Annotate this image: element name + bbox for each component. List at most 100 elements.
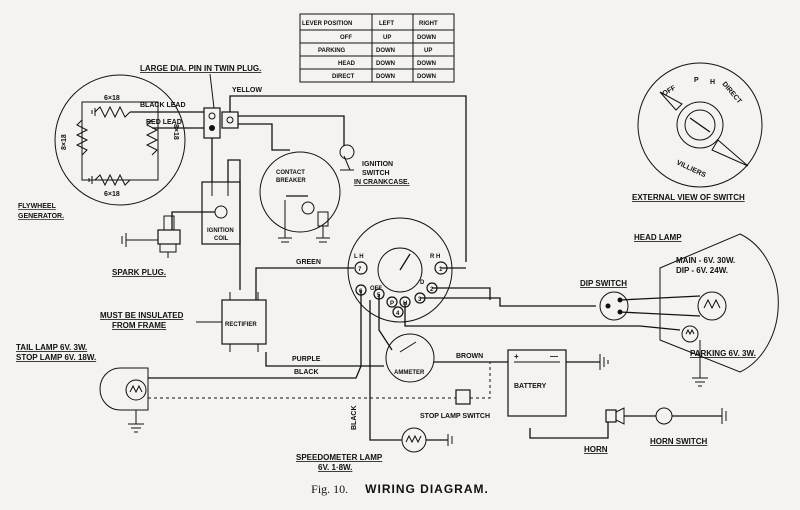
dip-switch: DIP SWITCH	[580, 279, 701, 321]
insulated-label-2: FROM FRAME	[112, 321, 167, 330]
speedometer-lamp: SPEEDOMETER LAMP 6V. 1·8W.	[296, 427, 453, 472]
battery: BATTERY + —	[507, 349, 567, 417]
brown-label: BROWN	[456, 353, 483, 360]
switch-position-direct-label: DIRECT	[720, 81, 743, 106]
ignition-coil: IGNITION COIL	[201, 181, 241, 245]
speedometer-lamp-label: SPEEDOMETER LAMP	[296, 453, 383, 462]
dip-switch-label: DIP SWITCH	[580, 279, 627, 288]
black-lead-label: BLACK LEAD	[140, 102, 186, 109]
stop-lamp-label: STOP LAMP 6V. 18W.	[16, 353, 96, 362]
twin-plug	[203, 107, 239, 139]
table-header-lever: LEVER POSITION	[302, 21, 352, 27]
figure-title: WIRING DIAGRAM.	[365, 482, 489, 496]
external-switch-view: OFF P H DIRECT VILLIERS EXTERNAL VIEW OF…	[632, 62, 763, 202]
table-cell: UP	[383, 35, 391, 41]
figure-caption: Fig. 10. WIRING DIAGRAM.	[0, 482, 800, 497]
main-beam-rating: MAIN - 6V. 30W.	[676, 256, 735, 265]
tail-lamp: TAIL LAMP 6V. 3W. STOP LAMP 6V. 18W.	[16, 343, 149, 433]
ignition-switch-label-2: SWITCH	[362, 170, 390, 177]
lever-position-table: LEVER POSITION LEFT RIGHT OFF UP DOWN PA…	[299, 13, 455, 83]
switch-5-wire	[378, 294, 393, 351]
black-label: BLACK	[294, 369, 319, 376]
large-pin-label: LARGE DIA. PIN IN TWIN PLUG.	[140, 64, 261, 73]
horn-label: HORN	[584, 445, 608, 454]
table-cell: DOWN	[417, 35, 436, 41]
figure-number: Fig. 10.	[311, 482, 349, 496]
switch-terminal-7: 7	[358, 267, 362, 273]
wiring-diagram: LEVER POSITION LEFT RIGHT OFF UP DOWN PA…	[16, 13, 779, 472]
head-lamp: HEAD LAMP MAIN - 6V. 30W. DIP - 6V. 24W.…	[634, 233, 779, 387]
contact-breaker: CONTACT BREAKER	[259, 151, 341, 243]
ignition-switch-label-3: IN CRANKCASE.	[354, 179, 410, 186]
ammeter-label: AMMETER	[394, 370, 425, 376]
ignition-coil-label-2: COIL	[214, 236, 229, 242]
battery-label: BATTERY	[514, 383, 547, 390]
generator-label: GENERATOR.	[18, 213, 64, 220]
parking-lamp-label: PARKING 6V. 3W.	[690, 349, 756, 358]
ammeter: AMMETER	[385, 333, 435, 383]
coil-label: 8×18	[172, 124, 179, 140]
breaker-label: BREAKER	[276, 178, 306, 184]
switch-position-h-label: H	[710, 79, 715, 86]
switch-loop-wire	[432, 287, 491, 300]
switch-position-off: OFF	[370, 286, 382, 292]
flywheel-label: FLYWHEEL	[18, 203, 57, 210]
ignition-switch-symbol	[339, 144, 355, 160]
contact-label: CONTACT	[276, 170, 305, 176]
external-view-label: EXTERNAL VIEW OF SWITCH	[632, 193, 745, 202]
breaker-feed-wire	[238, 123, 290, 151]
villiers-label: VILLIERS	[675, 159, 707, 179]
table-cell: DOWN	[376, 61, 395, 67]
table-cell: UP	[424, 48, 432, 54]
speedometer-lamp-rating: 6V. 1·8W.	[318, 463, 352, 472]
horn-switch-label: HORN SWITCH	[650, 437, 708, 446]
ignition-coil-label: IGNITION	[207, 228, 234, 234]
table-cell: HEAD	[338, 61, 356, 67]
black-vertical-label: BLACK	[351, 406, 358, 431]
coil-label: 8×18	[61, 134, 68, 150]
table-cell: PARKING	[318, 48, 346, 54]
horn: HORN	[529, 407, 625, 454]
table-cell: DIRECT	[332, 74, 355, 80]
horn-switch: HORN SWITCH	[624, 407, 727, 446]
coil-label: 6×18	[104, 191, 120, 198]
ignition-switch-label: IGNITION	[362, 161, 393, 168]
table-cell: OFF	[340, 35, 352, 41]
head-lamp-label: HEAD LAMP	[634, 233, 682, 242]
switch-position-d: D	[420, 280, 425, 286]
main-beam-wire	[420, 297, 596, 307]
purple-label: PURPLE	[292, 356, 321, 363]
switch-terminal-lh: L H	[354, 254, 364, 260]
main-switch: L H R H 7 1 6 OFF 2 3 4 5 P H D	[347, 217, 453, 323]
spark-plug: SPARK PLUG.	[112, 215, 181, 277]
purple-wire	[265, 352, 384, 367]
yellow-wire	[229, 95, 467, 262]
flywheel-generator: 6×18 8×18 8×18 6×18 FLYWHEEL GENERATOR.	[18, 74, 186, 220]
green-label: GREEN	[296, 259, 321, 266]
switch-terminal-1: 1	[439, 267, 443, 273]
ignition-switch-wire	[238, 115, 345, 146]
speedo-feed-wire	[369, 300, 402, 441]
table-cell: DOWN	[376, 48, 395, 54]
switch-position-off-label: OFF	[662, 84, 678, 97]
coil-rectifier-wire	[227, 159, 241, 290]
switch-terminal-4: 4	[396, 311, 400, 317]
table-cell: DOWN	[376, 74, 395, 80]
spark-plug-label: SPARK PLUG.	[112, 268, 166, 277]
stop-lamp-switch-label: STOP LAMP SWITCH	[420, 413, 490, 420]
rectifier: RECTIFIER	[221, 292, 267, 352]
rectifier-label: RECTIFIER	[225, 322, 257, 328]
switch-position-p-label: P	[694, 77, 699, 84]
switch-terminal-3: 3	[418, 297, 422, 303]
switch-terminal-2: 2	[430, 287, 434, 293]
red-lead-label: RED LEAD	[146, 119, 182, 126]
yellow-label: YELLOW	[232, 87, 262, 94]
tail-lamp-label: TAIL LAMP 6V. 3W.	[16, 343, 87, 352]
stop-lamp-switch: STOP LAMP SWITCH	[420, 362, 491, 420]
table-header-right: RIGHT	[419, 21, 438, 27]
table-header-left: LEFT	[379, 21, 394, 27]
spark-plug-lead	[171, 211, 215, 232]
green-wire	[255, 267, 354, 300]
table-cell: DOWN	[417, 61, 436, 67]
coil-label: 6×18	[104, 95, 120, 102]
